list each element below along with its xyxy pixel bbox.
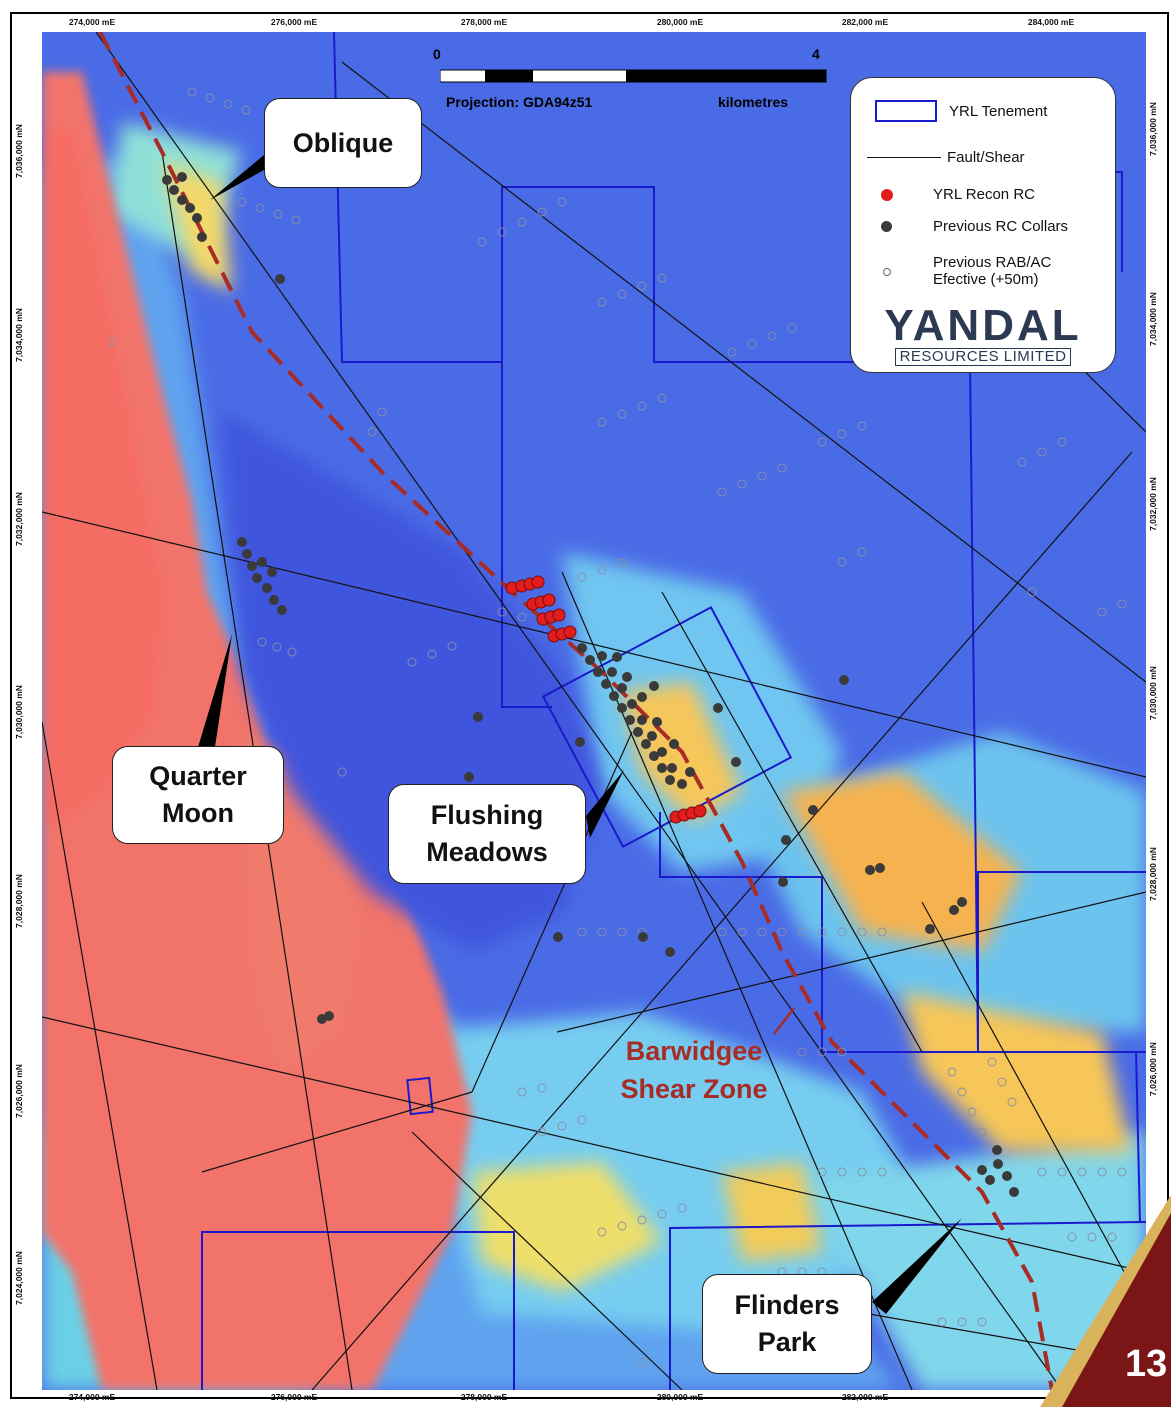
northing-right-7036000: 7,036,000 mN xyxy=(1148,102,1158,156)
easting-top-276000: 276,000 mE xyxy=(270,17,318,27)
scale-bar: 0 4 Projection: GDA94z51 kilometres xyxy=(433,32,840,110)
legend-tenement: YRL Tenement xyxy=(851,100,1115,126)
shear-label-pointer xyxy=(773,1007,795,1035)
northing-right-7034000: 7,034,000 mN xyxy=(1148,292,1158,346)
magnetic-map: 0 4 Projection: GDA94z51 kilometres Obli… xyxy=(42,32,1146,1390)
map-frame: 274,000 mE 276,000 mE 278,000 mE 280,000… xyxy=(10,12,1169,1402)
northing-left-7030000: 7,030,000 mN xyxy=(14,685,24,739)
northing-left-7028000: 7,028,000 mN xyxy=(14,874,24,928)
northing-right-7028000: 7,028,000 mN xyxy=(1148,847,1158,901)
easting-top-280000: 280,000 mE xyxy=(656,17,704,27)
scale-bar-svg xyxy=(439,69,827,83)
legend-rab-label-line1: Previous RAB/AC xyxy=(933,254,1052,271)
legend-recon-symbol xyxy=(881,189,893,201)
scale-projection: Projection: GDA94z51 xyxy=(446,94,593,110)
callout-oblique-text: Oblique xyxy=(292,127,394,158)
legend-fault-label: Fault/Shear xyxy=(947,149,1025,166)
scale-end: 4 xyxy=(812,46,820,62)
callout-flinders-park-line1: Flinders xyxy=(734,1290,840,1320)
easting-top-274000: 274,000 mE xyxy=(68,17,116,27)
callout-quarter-moon: Quarter Moon xyxy=(112,746,284,844)
callout-quarter-moon-line1: Quarter xyxy=(149,761,247,791)
northing-right-7026000: 7,026,000 mN xyxy=(1148,1042,1158,1096)
legend-collars-label: Previous RC Collars xyxy=(933,218,1069,235)
previous-rc-collars xyxy=(162,172,1019,1197)
barwidgee-shear-zone-line xyxy=(98,32,1054,1390)
barwidgee-shear-zone-line1: Barwidgee xyxy=(625,1036,763,1066)
yandal-logo-main: YANDAL xyxy=(884,301,1082,350)
callout-flushing-meadows-line2: Meadows xyxy=(426,837,548,867)
legend-rab-label-line2: Efective (+50m) xyxy=(933,271,1039,288)
callout-flushing-meadows: Flushing Meadows xyxy=(388,784,586,884)
scale-unit: kilometres xyxy=(718,94,789,110)
easting-bottom-282000: 282,000 mE xyxy=(841,1392,889,1402)
scale-start: 0 xyxy=(433,46,441,62)
legend-collars: Previous RC Collars xyxy=(851,218,1115,244)
easting-bottom-280000: 280,000 mE xyxy=(656,1392,704,1402)
page-badge xyxy=(1040,1195,1171,1407)
northing-left-7036000: 7,036,000 mN xyxy=(14,124,24,178)
northing-left-7034000: 7,034,000 mN xyxy=(14,308,24,362)
legend-tenement-label: YRL Tenement xyxy=(949,103,1048,120)
legend-rab: Previous RAB/AC Efective (+50m) xyxy=(851,254,1115,294)
callout-oblique: Oblique xyxy=(264,98,422,188)
callout-flinders-park-line2: Park xyxy=(757,1327,817,1357)
northing-right-7030000: 7,030,000 mN xyxy=(1148,666,1158,720)
previous-rab-ac-markers xyxy=(107,87,1127,1367)
page-number: 13 xyxy=(1125,1343,1168,1385)
easting-top-284000: 284,000 mE xyxy=(1027,17,1075,27)
barwidgee-shear-zone-label: Barwidgee Shear Zone xyxy=(596,1032,792,1108)
legend-fault-swatch xyxy=(867,157,941,158)
barwidgee-shear-zone-line2: Shear Zone xyxy=(620,1074,768,1104)
northing-left-7026000: 7,026,000 mN xyxy=(14,1064,24,1118)
yandal-logo-sub: RESOURCES LIMITED xyxy=(894,348,1072,366)
yandal-logo: YANDAL RESOURCES LIMITED xyxy=(851,301,1115,366)
easting-bottom-274000: 274,000 mE xyxy=(68,1392,116,1402)
northing-right-7032000: 7,032,000 mN xyxy=(1148,477,1158,531)
legend-recon-label: YRL Recon RC xyxy=(933,186,1035,203)
easting-bottom-276000: 276,000 mE xyxy=(270,1392,318,1402)
callout-flinders-park: Flinders Park xyxy=(702,1274,872,1374)
legend-rab-symbol xyxy=(883,268,891,276)
yrl-recon-rc xyxy=(505,575,707,824)
callout-quarter-moon-line2: Moon xyxy=(162,798,234,828)
legend-fault: Fault/Shear xyxy=(851,148,1115,174)
legend-collars-symbol xyxy=(881,221,892,232)
easting-top-278000: 278,000 mE xyxy=(460,17,508,27)
map-legend: YRL Tenement Fault/Shear YRL Recon RC Pr… xyxy=(850,77,1116,373)
easting-bottom-278000: 278,000 mE xyxy=(460,1392,508,1402)
callout-flushing-meadows-line1: Flushing xyxy=(430,800,544,830)
legend-recon: YRL Recon RC xyxy=(851,186,1115,212)
northing-left-7032000: 7,032,000 mN xyxy=(14,492,24,546)
easting-top-282000: 282,000 mE xyxy=(841,17,889,27)
legend-tenement-swatch xyxy=(875,100,937,122)
northing-left-7024000: 7,024,000 mN xyxy=(14,1251,24,1305)
